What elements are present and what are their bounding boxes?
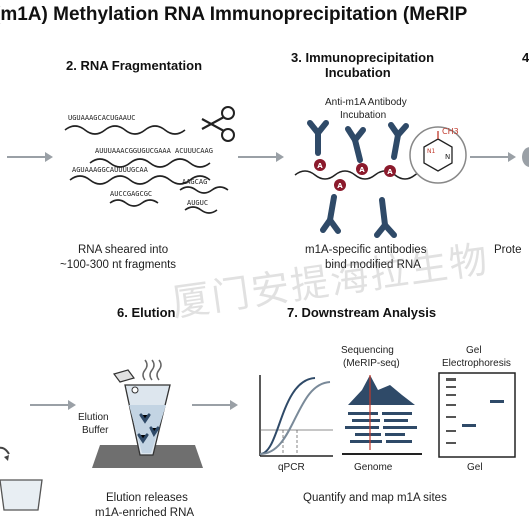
rna-seq-label: ACUUUCAAG	[175, 147, 213, 155]
step-downstream-caption: Quantify and map m1A sites	[303, 492, 447, 504]
tray-icon	[0, 446, 43, 511]
rna-seq-label: AUGUC	[187, 199, 208, 207]
arrow-icon	[7, 152, 53, 162]
arrow-icon	[30, 400, 76, 410]
methyl-mark	[314, 159, 396, 191]
antibody-icon	[307, 120, 329, 156]
mod-letter: A	[359, 166, 365, 174]
gel-icon	[438, 372, 516, 458]
gel-label-line2: Electrophoresis	[442, 358, 511, 369]
mod-letter: A	[387, 168, 393, 176]
genome-label: Genome	[354, 462, 393, 473]
elution-tube-illustration	[92, 359, 203, 468]
rna-seq-label: AGUAAAGGCAUUUUGCAA	[72, 166, 149, 174]
step-ip-title-line2: Incubation	[325, 65, 391, 80]
step4-caption-fragment: Prote	[494, 244, 522, 256]
elution-buffer-label-line2: Buffer	[82, 425, 109, 436]
scissors-icon	[201, 106, 235, 142]
antibody-binding-illustration: A A A A CH3 N1 N	[294, 120, 467, 238]
gel-label-line1: Gel	[466, 345, 482, 356]
rna-strand	[179, 186, 229, 194]
rna-seq-label: AAGCAG	[182, 178, 207, 186]
antibody-icon	[137, 433, 149, 444]
step-fragmentation-caption-line1: RNA sheared into	[78, 244, 169, 256]
arrow-icon	[238, 152, 284, 162]
step-fragmentation-caption-line2: ~100-300 nt fragments	[60, 259, 177, 271]
step-ip-caption-line1: m1A-specific antibodies	[305, 244, 427, 256]
step-ip-title-line1: 3. Immunoprecipitation	[291, 50, 435, 65]
gel-caption-label: Gel	[467, 462, 483, 473]
m1a-structure-inset: CH3 N1 N	[409, 126, 467, 184]
rna-seq-label: AUUUAAACGGUGUCGAAA	[95, 147, 172, 155]
n1-label: N1	[427, 148, 435, 155]
rna-strand	[89, 158, 211, 168]
page-title: (m1A) Methylation RNA Immunoprecipitatio…	[0, 4, 468, 25]
mod-letter: A	[317, 162, 323, 170]
antibody-icon	[149, 426, 160, 437]
arrow-icon	[470, 152, 516, 162]
rna-seq-label: AUCCGAGCGC	[110, 190, 152, 198]
qpcr-label: qPCR	[278, 462, 305, 473]
sequencing-reads-icon	[342, 375, 422, 455]
rna-seq-label: UGUAAAGCACUGAAUC	[68, 114, 135, 122]
antibody-icon	[345, 126, 366, 163]
rna-fragments-illustration: UGUAAAGCACUGAAUC AUUUAAACGGUGUCGAAA AGUA…	[64, 106, 235, 214]
step-elution-caption-line1: Elution releases	[106, 492, 188, 504]
elution-buffer-label-line1: Elution	[78, 412, 109, 423]
step-elution-caption-line2: m1A-enriched RNA	[95, 507, 195, 519]
steam-icon	[142, 359, 162, 381]
antibody-label-line1: Anti-m1A Antibody	[325, 97, 407, 108]
rna-strand	[64, 125, 186, 135]
step-fragmentation-title: 2. RNA Fragmentation	[66, 58, 203, 73]
n-label: N	[445, 153, 450, 161]
step4-bead-icon	[522, 147, 529, 167]
seq-label-line1: Sequencing	[341, 345, 394, 356]
qpcr-plot-icon	[259, 375, 333, 457]
rna-strand	[69, 175, 211, 185]
step-downstream-title: 7. Downstream Analysis	[287, 305, 437, 320]
step-ip-caption-line2: bind modified RNA	[325, 259, 421, 271]
antibody-label-line2: Incubation	[340, 110, 387, 121]
rna-strand	[184, 206, 218, 214]
step4-title-fragment: 4	[522, 50, 529, 65]
antibody-icon	[139, 413, 151, 424]
antibody-icon	[320, 194, 341, 234]
ch3-label: CH3	[442, 127, 459, 136]
antibody-icon	[388, 122, 409, 160]
antibody-icon	[374, 197, 397, 238]
step-elution-title: 6. Elution	[117, 305, 176, 320]
mod-letter: A	[337, 182, 343, 190]
arrow-icon	[192, 400, 238, 410]
rna-strand	[109, 199, 159, 207]
seq-label-line2: (MeRIP-seq)	[343, 358, 400, 369]
